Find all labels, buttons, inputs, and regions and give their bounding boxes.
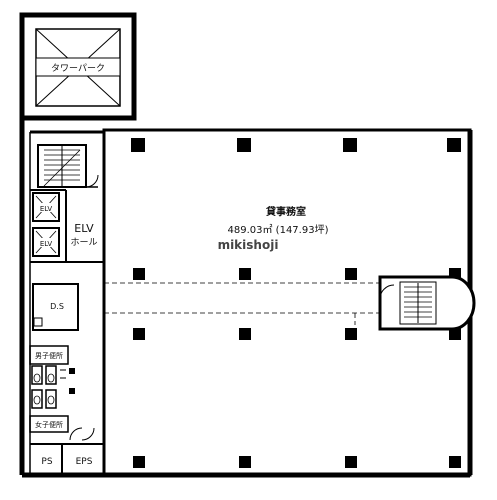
ps-label: PS <box>41 457 52 467</box>
right-stair <box>378 275 476 331</box>
mens-toilet-label: 男子便所 <box>35 351 63 360</box>
eps-label: EPS <box>76 457 93 467</box>
columns <box>131 138 461 468</box>
office-space: 貸事務室 489.03㎡ (147.93坪) mikishoji <box>102 128 476 478</box>
office-area: 489.03㎡ (147.93坪) <box>228 223 329 236</box>
corridor <box>103 282 380 475</box>
womens-toilet-label: 女子便所 <box>35 420 63 429</box>
tower-parking-label: タワーパーク <box>51 63 105 74</box>
core-stair <box>37 144 99 188</box>
elevator-2: ELV <box>32 227 60 257</box>
ds-label: D.S <box>50 302 64 311</box>
elevator-2-label: ELV <box>40 240 53 248</box>
office-title: 貸事務室 <box>265 205 306 218</box>
tower-parking: タワーパーク <box>19 12 137 121</box>
womens-toilet: 女子便所 <box>29 389 95 441</box>
elevator-1: ELV <box>32 192 60 222</box>
ds-room: D.S <box>32 283 79 331</box>
elevator-1-label: ELV <box>40 205 53 213</box>
elv-hall-label-en: ELV <box>74 222 94 235</box>
mens-toilet: 男子便所 <box>29 345 75 394</box>
watermark: mikishoji <box>218 238 279 252</box>
elv-hall-label-jp: ホール <box>70 237 97 248</box>
service-core: ELV ELV ELV ホール D.S 男子便所 <box>19 118 106 478</box>
